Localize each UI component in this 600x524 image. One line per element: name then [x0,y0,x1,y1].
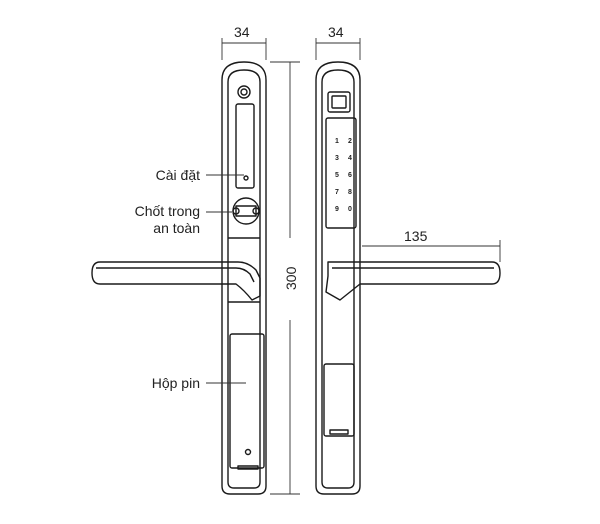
safety-latch-knob-icon [232,197,260,225]
key-7: 7 [335,189,339,196]
outside-handle [325,261,501,301]
dim-height: 300 [283,266,299,290]
inside-unit [91,61,267,495]
inside-body-outline [221,61,267,495]
battery-screw-icon [244,448,252,456]
lower-cover [323,363,355,437]
battery-box [229,333,265,469]
key-1: 1 [335,138,339,145]
key-2: 2 [348,138,352,145]
label-safety-latch-line1: Chốt trong [135,203,200,219]
dim-right-width: 34 [328,24,344,40]
top-button-icon [237,85,251,99]
settings-panel [235,103,255,189]
dim-handle-length: 135 [404,228,428,244]
fingerprint-sensor [327,91,351,113]
inside-handle [91,261,261,301]
key-0: 0 [348,206,352,213]
key-8: 8 [348,189,352,196]
keypad-panel [325,117,357,229]
dim-left-width: 34 [234,24,250,40]
inside-body-inner [227,69,261,489]
label-battery-box: Hộp pin [152,375,200,391]
outside-body-inner [321,69,355,489]
key-5: 5 [335,172,339,179]
key-6: 6 [348,172,352,179]
label-safety-latch-line2: an toàn [153,220,200,236]
outside-unit [315,61,501,495]
key-4: 4 [348,155,352,162]
outside-body-outline [315,61,361,495]
key-3: 3 [335,155,339,162]
label-settings: Cài đặt [156,167,200,183]
settings-button-icon [243,175,249,181]
key-9: 9 [335,206,339,213]
keypad-digits: 1 3 5 7 9 2 4 6 8 0 [335,138,352,213]
